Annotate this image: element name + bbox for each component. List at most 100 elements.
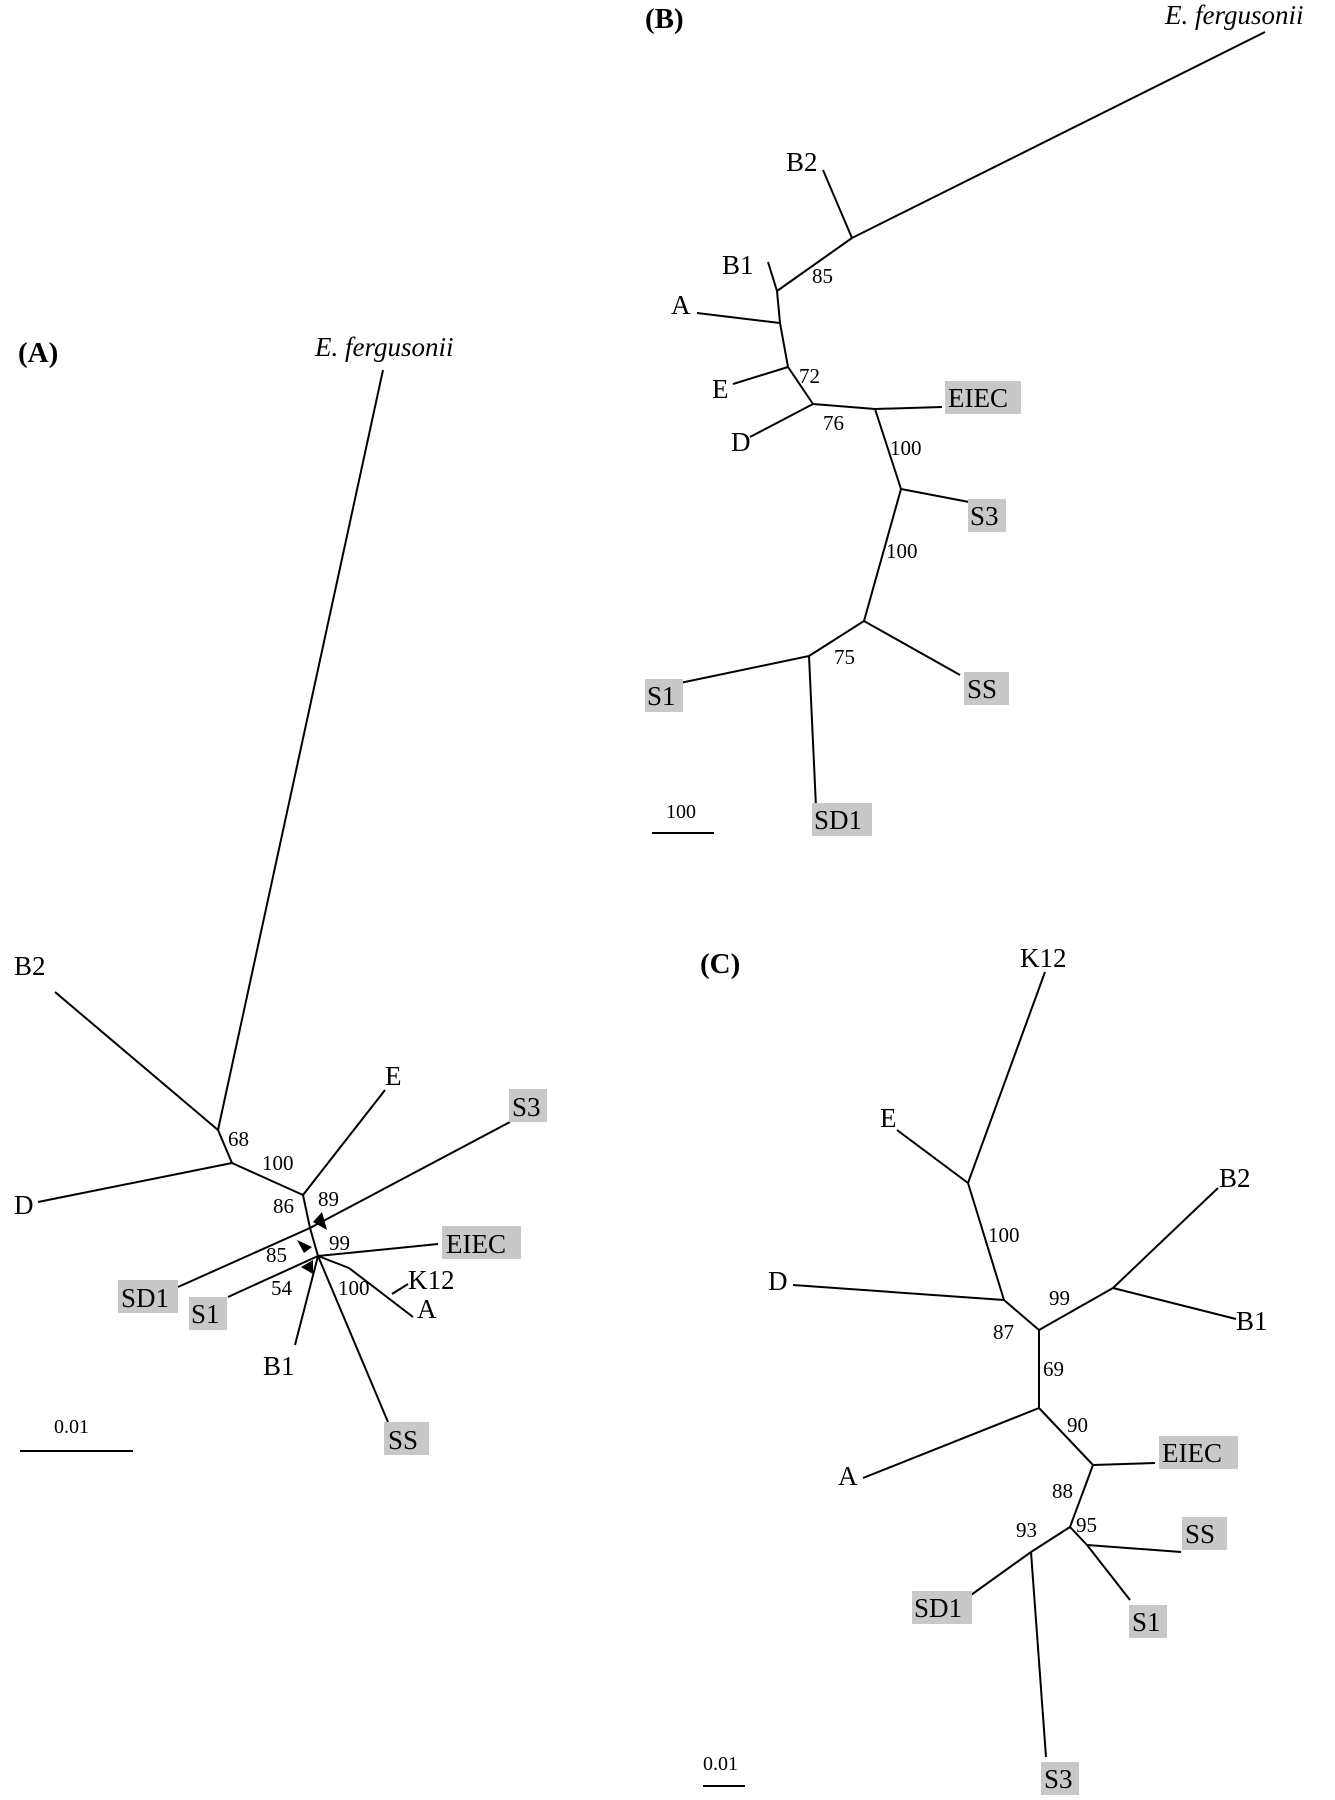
branch-b-ss bbox=[863, 620, 961, 676]
branch-a-efergusonii bbox=[217, 369, 384, 1131]
leaf-c-eiec: EIEC bbox=[1162, 1438, 1222, 1468]
bootstrap-c-3: 87 bbox=[993, 1320, 1014, 1344]
branch-c-internal-3 bbox=[1038, 1287, 1114, 1331]
branch-c-internal-2 bbox=[1003, 1299, 1040, 1331]
leaf-a-s1-highlight bbox=[189, 1297, 227, 1330]
leaf-c-s1: S1 bbox=[1132, 1607, 1161, 1637]
leaf-c-eiec-highlight bbox=[1159, 1436, 1238, 1469]
panel-a-label: (A) bbox=[18, 337, 58, 369]
branch-b-e bbox=[732, 366, 789, 385]
leaf-c-e: E bbox=[880, 1103, 897, 1133]
panel-b-branches bbox=[679, 31, 1266, 808]
bootstrap-b-6: 75 bbox=[834, 645, 855, 669]
branch-a-b1 bbox=[294, 1255, 319, 1346]
branch-c-a bbox=[862, 1407, 1040, 1479]
bootstrap-a-7: 54 bbox=[271, 1276, 293, 1300]
branch-a-internal-5 bbox=[317, 1255, 350, 1269]
leaf-c-b1: B1 bbox=[1236, 1306, 1268, 1336]
branch-c-b1 bbox=[1112, 1287, 1237, 1320]
leaf-b-ss: SS bbox=[967, 674, 997, 704]
pointer-arrow-a-54 bbox=[301, 1260, 313, 1274]
leaf-a-k12: K12 bbox=[408, 1265, 455, 1295]
bootstrap-c-5: 90 bbox=[1067, 1413, 1088, 1437]
leaf-c-s1-highlight bbox=[1129, 1605, 1167, 1638]
branch-b-internal-1 bbox=[776, 237, 853, 292]
pointer-arrow-a-85 bbox=[297, 1240, 312, 1253]
branch-c-internal-7 bbox=[1069, 1526, 1088, 1546]
bootstrap-b-3: 76 bbox=[823, 411, 844, 435]
scale-bar-c-label: 0.01 bbox=[703, 1753, 738, 1775]
branch-c-s3 bbox=[1030, 1551, 1047, 1758]
leaf-a-b1: B1 bbox=[263, 1351, 295, 1381]
branch-b-internal-4 bbox=[787, 366, 814, 405]
leaf-a-sd1: SD1 bbox=[121, 1283, 169, 1313]
branch-b-s3 bbox=[900, 488, 970, 503]
leaf-a-a: A bbox=[417, 1294, 437, 1324]
leaf-c-ss: SS bbox=[1185, 1519, 1215, 1549]
branch-a-d bbox=[37, 1162, 233, 1203]
branch-c-internal-8 bbox=[1030, 1526, 1071, 1553]
bootstrap-a-4: 89 bbox=[318, 1187, 339, 1211]
leaf-c-s3-highlight bbox=[1041, 1762, 1079, 1795]
branch-c-internal-1 bbox=[967, 1182, 1005, 1301]
leaf-c-b2: B2 bbox=[1219, 1163, 1251, 1193]
panel-c-branches bbox=[792, 971, 1237, 1758]
branch-b-a bbox=[696, 312, 781, 324]
branch-c-e bbox=[896, 1129, 969, 1184]
leaf-b-e: E bbox=[712, 374, 729, 404]
leaf-b-d: D bbox=[731, 427, 751, 457]
bootstrap-a-5: 99 bbox=[329, 1231, 350, 1255]
leaf-b-a: A bbox=[671, 290, 691, 320]
scale-bar-a-label: 0.01 bbox=[54, 1416, 89, 1438]
branch-b-eiec bbox=[874, 406, 943, 410]
leaf-b-eiec: EIEC bbox=[948, 383, 1008, 413]
bootstrap-c-7: 95 bbox=[1076, 1513, 1097, 1537]
branch-a-b2 bbox=[54, 991, 219, 1131]
bootstrap-a-1: 68 bbox=[228, 1127, 249, 1151]
bootstrap-b-2: 72 bbox=[799, 364, 820, 388]
leaf-a-e: E bbox=[385, 1061, 402, 1091]
branch-c-b2 bbox=[1112, 1187, 1219, 1289]
branch-b-sd1 bbox=[808, 655, 817, 808]
branch-a-s1 bbox=[227, 1255, 319, 1298]
branch-c-eiec bbox=[1092, 1462, 1156, 1466]
leaf-b-s1: S1 bbox=[647, 681, 676, 711]
leaf-c-sd1: SD1 bbox=[914, 1593, 962, 1623]
leaf-a-b2: B2 bbox=[14, 951, 46, 981]
leaf-c-d: D bbox=[768, 1266, 788, 1296]
leaf-b-sd1-highlight bbox=[812, 803, 872, 836]
panel-a-branches bbox=[37, 369, 511, 1423]
tree-panel-b: (B) E. fergusonii B2 bbox=[645, 0, 1304, 836]
branch-c-sd1 bbox=[970, 1551, 1032, 1596]
bootstrap-a-6: 85 bbox=[266, 1243, 287, 1267]
branch-a-eiec bbox=[317, 1243, 439, 1257]
branch-b-internal-7 bbox=[863, 488, 902, 622]
branch-b-efergusonii bbox=[851, 31, 1266, 239]
branch-a-k12 bbox=[391, 1283, 409, 1295]
leaf-b-eiec-highlight bbox=[945, 381, 1021, 414]
bootstrap-b-5: 100 bbox=[886, 539, 918, 563]
leaf-b-s3-highlight bbox=[968, 499, 1006, 532]
bootstrap-c-4: 69 bbox=[1043, 1357, 1064, 1381]
branch-c-d bbox=[792, 1284, 1005, 1301]
leaf-a-ss-highlight bbox=[384, 1422, 429, 1455]
leaf-c-s3: S3 bbox=[1044, 1764, 1073, 1794]
leaf-a-d: D bbox=[14, 1190, 34, 1220]
leaf-b-efergusonii: E. fergusonii bbox=[1164, 0, 1304, 30]
branch-b-internal-6 bbox=[874, 408, 902, 490]
branch-b-b2 bbox=[822, 169, 853, 239]
branch-b-internal-8 bbox=[808, 620, 865, 657]
branch-b-internal-2 bbox=[776, 290, 781, 324]
bootstrap-c-6: 88 bbox=[1052, 1479, 1073, 1503]
branch-a-internal-1 bbox=[217, 1129, 233, 1164]
leaf-c-a: A bbox=[838, 1461, 858, 1491]
leaf-a-s3: S3 bbox=[512, 1092, 541, 1122]
branch-a-internal-2 bbox=[231, 1162, 304, 1196]
branch-b-internal-5 bbox=[812, 403, 876, 410]
panel-c-label: (C) bbox=[700, 948, 740, 980]
pointer-arrow-a-89 bbox=[313, 1212, 327, 1230]
branch-c-internal-5 bbox=[1038, 1407, 1094, 1466]
branch-b-b1 bbox=[767, 261, 778, 292]
bootstrap-c-2: 99 bbox=[1049, 1286, 1070, 1310]
